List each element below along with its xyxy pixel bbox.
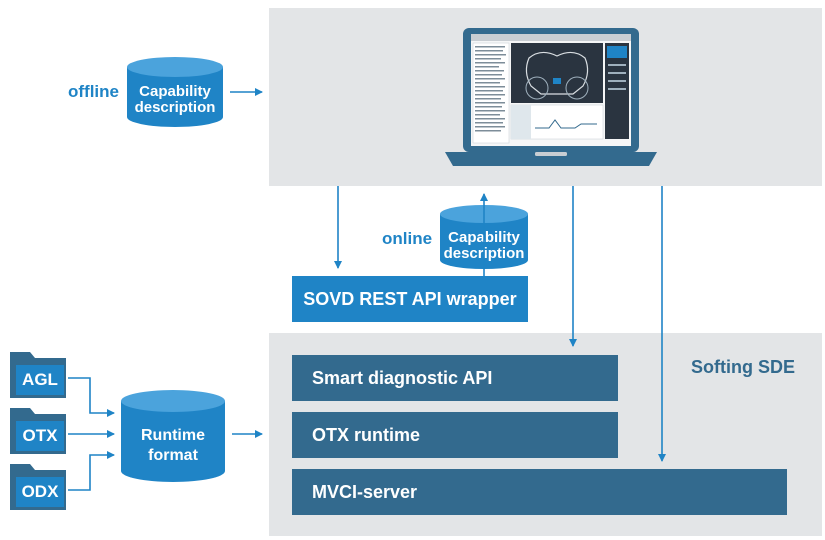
offline-capability-line1: Capability [139,83,211,100]
arrow-odx-to-runtime [68,451,115,491]
offline-capability-line2: description [134,99,216,116]
odx-folder: ODX [10,462,66,510]
smart-diagnostic-api-layer: Smart diagnostic API [292,355,618,401]
otx-folder: OTX [10,406,66,454]
agl-label: AGL [22,370,58,389]
arrow-agl-to-runtime [68,377,115,417]
sovd-rest-api-wrapper: SOVD REST API wrapper [292,276,528,322]
otx-runtime-layer: OTX runtime [292,412,618,458]
folder-icon [10,352,66,398]
runtime-format-line1: Runtime [141,427,205,444]
folder-icon [10,408,66,454]
otx-label: OTX [22,426,58,445]
offline-label: offline [68,82,119,101]
folder-icon [10,464,66,510]
online-capability-line1: Capability [448,229,520,246]
online-capability-cylinder: Capability description [440,205,528,269]
agl-folder: AGL [10,350,66,398]
runtime-format-cylinder: Runtime format [121,390,225,482]
mvci-server-layer: MVCI-server [292,469,787,515]
odx-label: ODX [21,482,59,501]
laptop-icon [445,28,657,166]
online-capability-line2: description [443,245,525,262]
offline-capability-cylinder: Capability description [127,57,223,127]
softing-sde-label: Softing SDE [691,357,795,377]
runtime-format-line2: format [148,447,198,464]
online-label: online [382,229,433,248]
